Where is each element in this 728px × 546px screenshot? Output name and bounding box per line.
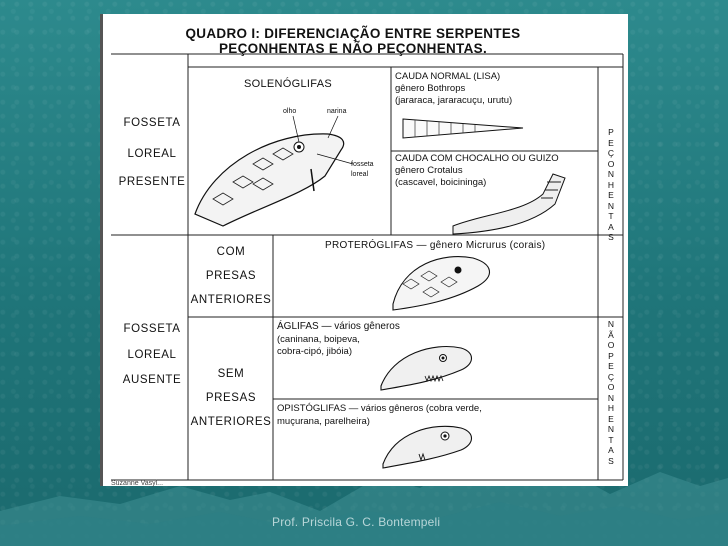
fosseta-presente-1: FOSSETA bbox=[123, 117, 181, 129]
olho-label: olho bbox=[283, 108, 297, 115]
aglyph-head-drawing bbox=[380, 345, 473, 391]
vertical-letter: A bbox=[608, 445, 614, 455]
vertical-letter: S bbox=[608, 232, 614, 242]
com-presas-1: COM bbox=[216, 246, 246, 258]
cauda-chocalho-exemplos: (cascavel, boicininga) bbox=[395, 177, 487, 188]
vertical-letter: E bbox=[608, 413, 614, 424]
aglifas-line-2: (caninana, boipeva, bbox=[277, 334, 360, 345]
table-title-line-1: QUADRO I: DIFERENCIAÇÃO ENTRE SERPENTES bbox=[185, 26, 521, 41]
fosseta-label-2: loreal bbox=[351, 171, 369, 178]
sem-presas-1: SEM bbox=[217, 368, 245, 380]
vertical-letter: N bbox=[607, 169, 615, 179]
com-presas-2: PRESAS bbox=[205, 270, 257, 282]
table-grid bbox=[111, 53, 624, 481]
solenoglyph-head-drawing bbox=[194, 115, 354, 227]
vertical-letter: O bbox=[607, 382, 615, 392]
normal-tail-drawing bbox=[402, 118, 524, 139]
fosseta-ausente-1: FOSSETA bbox=[123, 323, 181, 335]
footer-author: Prof. Priscila G. C. Bontempeli bbox=[272, 515, 441, 529]
aglifas-line-3: cobra-cipó, jibóia) bbox=[277, 346, 352, 357]
fosseta-ausente-2: LOREAL bbox=[127, 349, 177, 361]
table-title-line-2: PEÇONHENTAS E NÃO PEÇONHENTAS. bbox=[218, 41, 488, 56]
rattle-tail-drawing bbox=[452, 173, 566, 235]
vertical-letter: T bbox=[608, 211, 614, 221]
vertical-letter: Ã bbox=[608, 329, 614, 340]
vertical-letter: T bbox=[608, 434, 614, 445]
fosseta-label-1: fosseta bbox=[351, 161, 374, 168]
vertical-letter: E bbox=[608, 137, 614, 148]
opisthoglyph-head-drawing bbox=[382, 425, 473, 469]
vertical-letter: Ç bbox=[607, 371, 615, 382]
vertical-letter: O bbox=[607, 158, 615, 169]
vertical-letter: P bbox=[608, 127, 614, 137]
fosseta-presente-3: PRESENTE bbox=[118, 176, 186, 188]
vertical-letter: A bbox=[608, 221, 614, 232]
solenoglifas-heading: SOLENÓGLIFAS bbox=[244, 78, 332, 90]
vertical-letter: P bbox=[608, 350, 614, 361]
cauda-normal-genero: gênero Bothrops bbox=[395, 83, 466, 94]
aglifas-heading: ÁGLIFAS — vários gêneros bbox=[277, 321, 400, 332]
cauda-normal-heading: CAUDA NORMAL (LISA) bbox=[395, 71, 501, 82]
vertical-letter: H bbox=[607, 179, 615, 190]
vertical-letter: H bbox=[607, 403, 615, 413]
fosseta-ausente-3: AUSENTE bbox=[122, 374, 182, 386]
coral-snake-head-drawing bbox=[392, 256, 490, 311]
vertical-letter: Ç bbox=[607, 148, 615, 158]
narina-label: narina bbox=[327, 108, 347, 115]
cauda-normal-exemplos: (jararaca, jararacuçu, urutu) bbox=[395, 95, 513, 106]
vertical-letter: N bbox=[607, 392, 615, 403]
proteroglifas-heading: PROTERÓGLIFAS — gênero Micrurus (corais) bbox=[325, 240, 546, 251]
cauda-chocalho-heading: CAUDA COM CHOCALHO OU GUIZO bbox=[395, 153, 559, 164]
fosseta-presente-2: LOREAL bbox=[127, 148, 177, 160]
vertical-letter: S bbox=[608, 455, 614, 466]
cauda-chocalho-genero: gênero Crotalus bbox=[395, 165, 463, 176]
vertical-letter: E bbox=[608, 361, 614, 371]
vertical-letter: N bbox=[607, 424, 615, 434]
opistoglifas-line-2: muçurana, parelheira) bbox=[277, 416, 370, 427]
sem-presas-3: ANTERIORES bbox=[190, 416, 272, 428]
comparison-table: QUADRO I: DIFERENCIAÇÃO ENTRE SERPENTES … bbox=[100, 14, 628, 487]
vertical-letter: N bbox=[607, 319, 615, 329]
opistoglifas-heading: OPISTÓGLIFAS — vários gêneros (cobra ver… bbox=[277, 403, 482, 414]
vertical-letter: O bbox=[607, 340, 615, 350]
vertical-letter: E bbox=[608, 190, 614, 200]
image-credit: Suzanne Vasyl... bbox=[111, 480, 164, 487]
vertical-letter: N bbox=[607, 200, 615, 211]
com-presas-3: ANTERIORES bbox=[190, 294, 272, 306]
sem-presas-2: PRESAS bbox=[205, 392, 257, 404]
